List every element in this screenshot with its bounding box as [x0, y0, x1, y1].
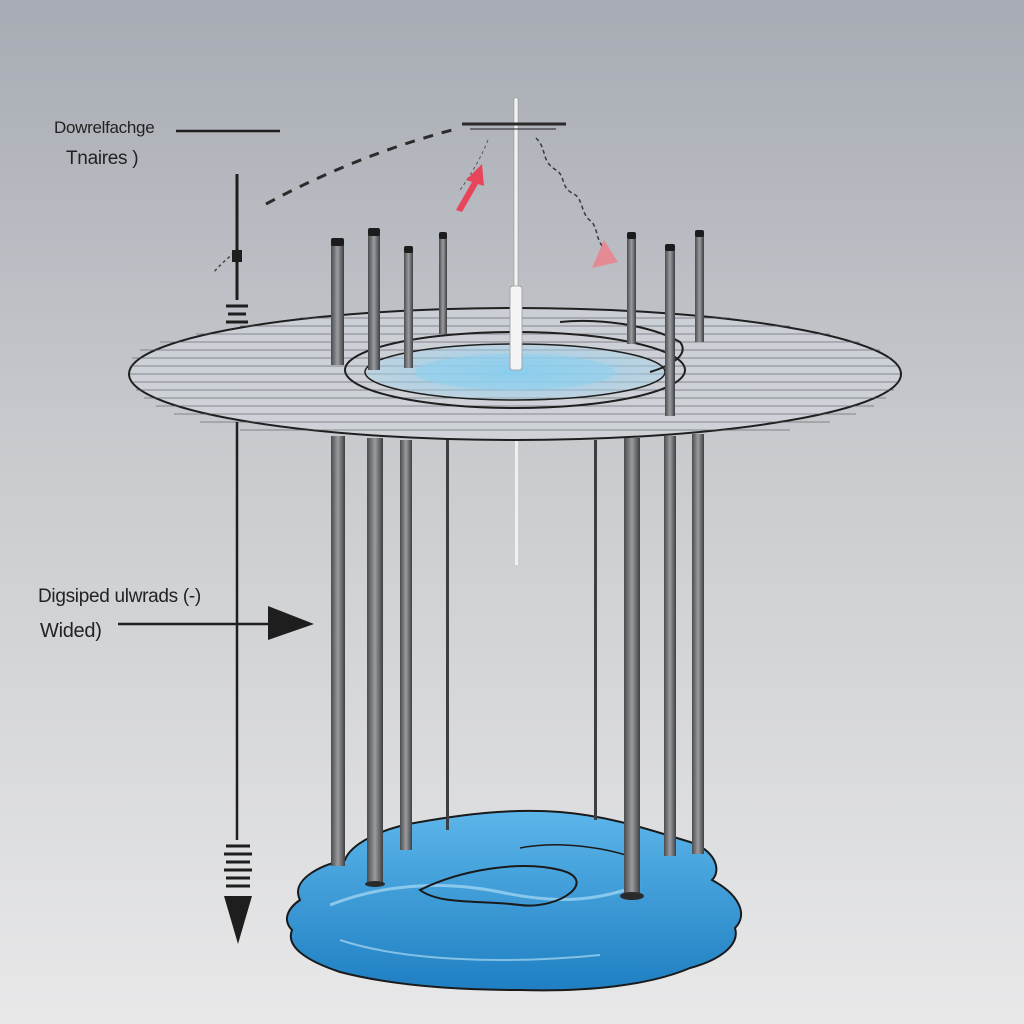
transparent-disc — [128, 307, 902, 441]
center-probe-lower — [515, 440, 518, 565]
support-rods — [331, 434, 704, 900]
mid-label-line1: Digsiped ulwrads (-) — [38, 586, 201, 607]
center-probe — [462, 97, 566, 371]
support-rods-upper — [331, 228, 704, 416]
top-label-line1: Dowrelfachge — [54, 118, 155, 137]
dashed-trajectory — [265, 126, 461, 206]
right-arrow-icon — [268, 606, 314, 640]
mid-label-line2: Wided) — [40, 620, 102, 642]
down-arrow-icon — [224, 896, 252, 944]
red-arrow-icon-right — [592, 240, 618, 268]
top-label-line2: Tnaires ) — [66, 148, 139, 169]
left-vertical-indicator — [224, 174, 252, 888]
red-arrow-icon — [456, 164, 484, 212]
